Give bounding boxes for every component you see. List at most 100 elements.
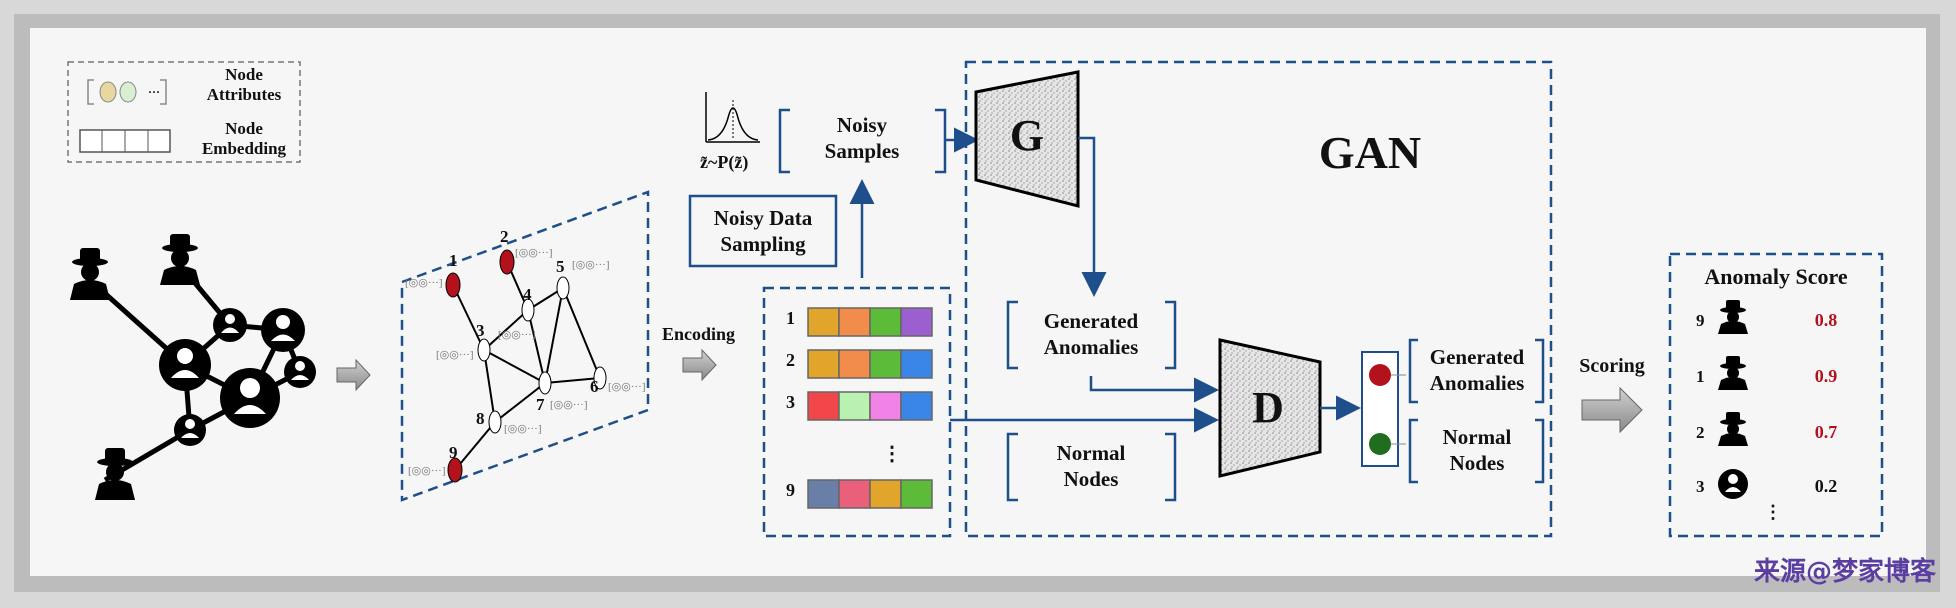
attr-swatch-1 [99, 81, 117, 103]
embedding-cell [838, 391, 871, 421]
attr-bracket [87, 79, 167, 105]
embedding-cell [838, 479, 871, 509]
output-anomaly-dot [1369, 364, 1391, 386]
out-generated-bracket [1408, 338, 1545, 404]
graph-node-label: 2 [500, 227, 509, 246]
user-icon [159, 339, 211, 391]
generated-to-discriminator-arrow [1089, 376, 1219, 403]
user-icon [213, 308, 247, 342]
user-icon [261, 308, 305, 352]
embedding-vdots: ⋮ [882, 443, 902, 465]
gan-frame [964, 60, 1553, 538]
embedding-cell [900, 349, 933, 379]
distribution-icon [705, 92, 760, 143]
graph-node-anomaly [447, 457, 463, 483]
svg-text:[◎◎···]: [◎◎···] [515, 247, 553, 259]
attr-ellipsis: ··· [148, 85, 160, 99]
out-normal-bracket [1408, 418, 1545, 484]
embedding-cell [838, 349, 871, 379]
graph-node [488, 410, 502, 434]
score-title: Anomaly Score [1704, 264, 1847, 289]
spy-icon [1718, 356, 1748, 390]
score-box [1668, 252, 1884, 538]
svg-text:[◎◎···]: [◎◎···] [608, 381, 646, 393]
attr-tags: [◎◎···] [◎◎···] [◎◎···] [◎◎···] [◎◎···] … [405, 247, 646, 477]
scoring-arrow-icon [1581, 386, 1643, 434]
score-value: 0.2 [1815, 476, 1838, 496]
spy-icon [70, 248, 110, 300]
attr-swatch-2 [119, 81, 137, 103]
score-node-label: 3 [1696, 477, 1705, 496]
user-icon [1718, 469, 1748, 499]
scoring-label: Scoring [1579, 355, 1645, 377]
embedding-row-label: 1 [786, 308, 795, 328]
user-icon [284, 356, 316, 388]
noisy-sampling-box [688, 194, 838, 268]
watermark: 来源@梦家博客 [1754, 556, 1937, 587]
score-node-label: 2 [1696, 423, 1705, 442]
embedding-cell [869, 391, 902, 421]
graph-node-label: 1 [449, 251, 458, 270]
score-value: 0.8 [1815, 310, 1838, 330]
generator-output-arrow [1078, 136, 1107, 297]
spy-icon [95, 448, 135, 500]
legend-box [67, 61, 301, 163]
graph-node-anomaly [445, 272, 461, 298]
score-vdots: ⋮ [1764, 502, 1782, 522]
svg-text:[◎◎···]: [◎◎···] [436, 349, 474, 361]
svg-text:[◎◎···]: [◎◎···] [504, 423, 542, 435]
embedding-cell [900, 307, 933, 337]
graph-node-anomaly [499, 249, 515, 275]
score-value: 0.9 [1815, 366, 1838, 386]
attributed-graph: 1 2 3 4 5 6 7 8 9 [◎◎···] [◎◎···] [◎◎···… [400, 190, 650, 502]
embedding-frame [762, 286, 952, 538]
graph-node [593, 366, 607, 390]
user-icon [174, 414, 206, 446]
graph-node-label: 8 [476, 409, 485, 428]
graph-node-label: 7 [536, 395, 545, 414]
graph-node [538, 371, 552, 395]
generator-block [974, 70, 1080, 208]
spy-icon [1718, 412, 1748, 446]
score-node-label: 9 [1696, 311, 1705, 330]
graph-node [521, 298, 535, 322]
graph-node-label: 3 [476, 321, 485, 340]
generated-anomalies-bracket [1006, 300, 1177, 370]
svg-text:[◎◎···]: [◎◎···] [550, 399, 588, 411]
svg-text:[◎◎···]: [◎◎···] [498, 329, 536, 341]
embedding-cell [807, 349, 840, 379]
gan-title: GAN [1319, 127, 1421, 178]
normal-nodes-bracket [1006, 432, 1177, 502]
embedding-cell [869, 479, 902, 509]
discriminator-label: D [1252, 383, 1284, 432]
embedding-cell [869, 349, 902, 379]
encoding-label: Encoding [662, 324, 735, 344]
graph-node-label: 9 [449, 443, 458, 462]
graph-node [556, 276, 570, 300]
distribution-label: z̃~P(z̃) [700, 152, 748, 173]
output-normal-dot [1369, 433, 1391, 455]
graph-node [477, 338, 491, 362]
graph-node-label: 6 [590, 377, 599, 396]
flow-arrow-icon [682, 348, 717, 382]
embedding-cell [900, 479, 933, 509]
embedding-cell [900, 391, 933, 421]
discriminator-block [1218, 338, 1322, 478]
embedding-row-label: 2 [786, 350, 795, 370]
embedding-cell [807, 479, 840, 509]
graph-node-label: 5 [556, 257, 565, 276]
svg-text:[◎◎···]: [◎◎···] [572, 259, 610, 271]
score-value: 0.7 [1815, 422, 1838, 442]
